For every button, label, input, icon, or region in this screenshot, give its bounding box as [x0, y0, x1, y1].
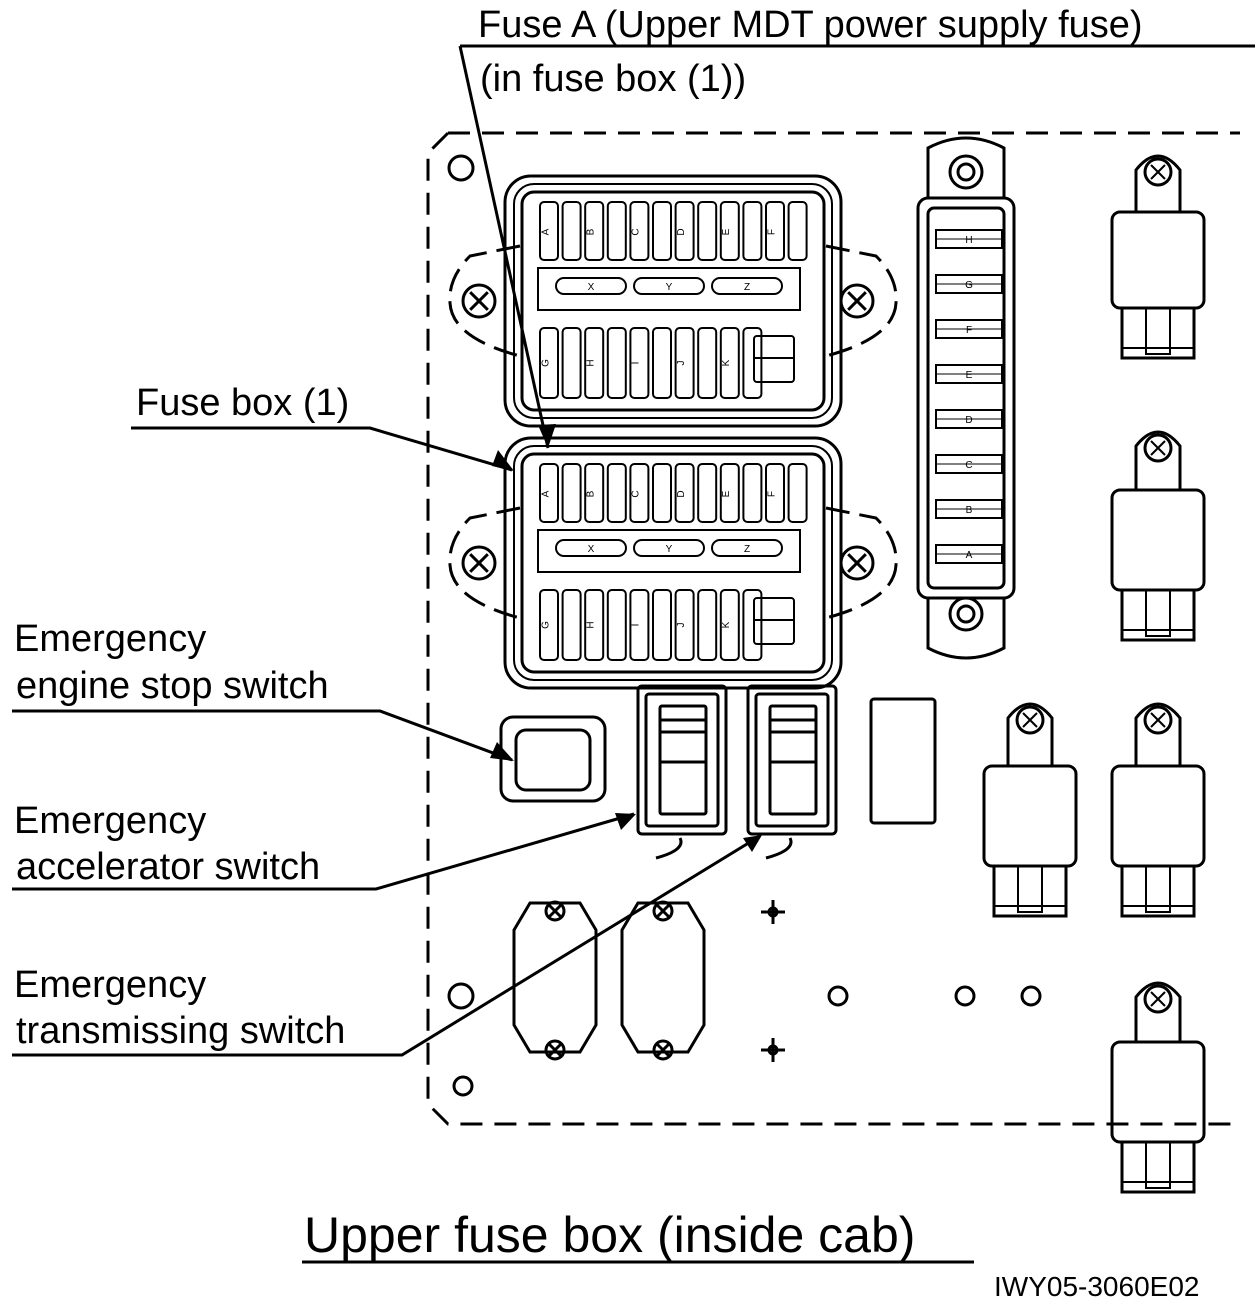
relay-top-right	[1110, 154, 1206, 360]
accelerator-label-line2: accelerator switch	[16, 846, 320, 888]
fuse-label-f: F	[766, 491, 777, 497]
fuse-label-z: Z	[744, 282, 750, 293]
fuse-a-label: Fuse A (Upper MDT power supply fuse)	[478, 4, 1143, 46]
fuse-label-c: C	[631, 228, 642, 235]
strip-fuse-e: E	[966, 370, 973, 381]
fuse-label-d: D	[676, 490, 687, 497]
fuse-label-g: G	[540, 359, 551, 367]
fuse-label-h: H	[586, 621, 597, 628]
vertical-fuse-strip	[916, 136, 1016, 660]
figure-code: IWY05-3060E02	[994, 1271, 1199, 1302]
fuse-label-k: K	[721, 359, 732, 366]
fuse-label-c: C	[631, 490, 642, 497]
diode-holder-right	[620, 900, 706, 1061]
fuse-label-d: D	[676, 228, 687, 235]
fuse-row-bottom: G H I J K	[539, 589, 795, 661]
blank-plate	[869, 697, 937, 825]
accelerator-switch	[636, 684, 728, 860]
transmissing-leader	[12, 834, 761, 1057]
relay-bottom-right	[1110, 702, 1206, 918]
relay-lowest-right	[1110, 981, 1206, 1194]
strip-fuse-b: B	[966, 505, 973, 516]
fuse-label-i: I	[631, 362, 642, 365]
screw-right	[839, 545, 875, 581]
fuse-box-1: A B C D E F X Y Z G H I J K	[448, 436, 898, 690]
strip-fuse-c: C	[965, 460, 972, 471]
fuse-label-y: Y	[666, 544, 673, 555]
diode-holder-left	[512, 900, 598, 1061]
leader-lines	[12, 44, 1255, 1264]
fuse-label-e: E	[721, 490, 732, 497]
fuse-row-top: A B C D E F	[539, 463, 808, 523]
vertical-fuse-list: H G F E D C B A	[935, 229, 1003, 564]
engine-stop-label-line2: engine stop switch	[16, 665, 329, 707]
strip-fuse-a: A	[966, 550, 973, 561]
fuse-box-1-label: Fuse box (1)	[136, 382, 349, 424]
engine-stop-leader	[12, 709, 513, 762]
engine-stop-switch	[499, 715, 607, 803]
fuse-label-f: F	[766, 229, 777, 235]
strip-fuse-g: G	[965, 280, 973, 291]
fuse-label-z: Z	[744, 544, 750, 555]
transmissing-switch	[746, 684, 838, 860]
strip-fuse-h: H	[965, 235, 972, 246]
fuse-label-e: E	[721, 228, 732, 235]
screw-left	[461, 545, 497, 581]
relay-group	[982, 154, 1206, 1194]
accelerator-leader	[12, 812, 635, 891]
fuse-label-j: J	[676, 623, 687, 628]
fuse-label-b: B	[586, 490, 597, 497]
strip-fuse-f: F	[966, 325, 972, 336]
fuse-label-k: K	[721, 621, 732, 628]
relay-mid-right	[1110, 430, 1206, 642]
panel-plate	[426, 131, 1240, 1126]
mounting-marks	[761, 900, 1042, 1062]
arrow-heads	[490, 424, 762, 852]
fuse-label-a: A	[540, 490, 551, 497]
diagram-title: Upper fuse box (inside cab)	[304, 1207, 915, 1263]
fuse-label-i: I	[631, 624, 642, 627]
fuse-label-a: A	[540, 228, 551, 235]
fuse-label-b: B	[586, 228, 597, 235]
fuse-row-bottom: G H I J K	[539, 327, 795, 399]
fuse-label-x: X	[588, 282, 595, 293]
engine-stop-label-line1: Emergency	[14, 618, 206, 660]
relay-bottom-center	[982, 702, 1078, 918]
fuse-box-1-leader	[131, 426, 513, 472]
fuse-row-middle: X Y Z	[537, 267, 801, 311]
transmissing-label-line1: Emergency	[14, 964, 206, 1006]
strip-fuse-d: D	[965, 415, 972, 426]
fuse-label-h: H	[586, 359, 597, 366]
accelerator-label-line1: Emergency	[14, 800, 206, 842]
fuse-label-g: G	[540, 621, 551, 629]
transmissing-label-line2: transmissing switch	[16, 1010, 345, 1052]
fuse-label-x: X	[588, 544, 595, 555]
fuse-a-sublabel: (in fuse box (1))	[480, 58, 746, 100]
fuse-label-y: Y	[666, 282, 673, 293]
fuse-row-middle: X Y Z	[537, 529, 801, 573]
fuse-row-top: A B C D E F	[539, 201, 808, 261]
fuse-label-j: J	[676, 361, 687, 366]
fuse-box-upper: A B C D E F X Y Z G H I J K	[448, 174, 898, 428]
screw-left	[461, 283, 497, 319]
screw-right	[839, 283, 875, 319]
